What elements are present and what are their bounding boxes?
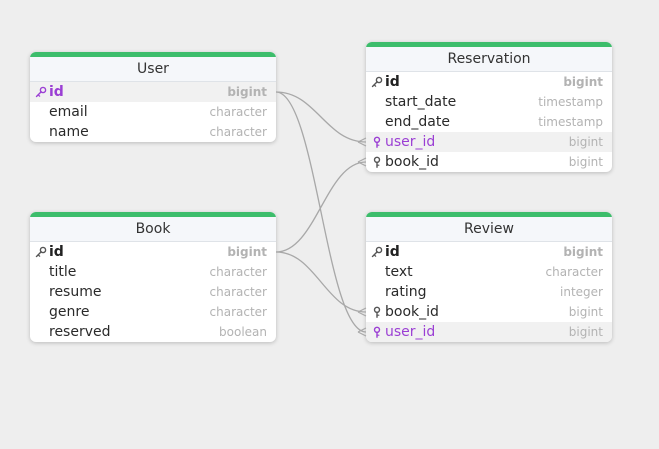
foreign-key-icon xyxy=(371,302,383,322)
key-icon xyxy=(35,242,47,262)
table-book[interactable]: Book id bigint title character resume characte… xyxy=(30,212,276,342)
field-row-name[interactable]: name character xyxy=(30,122,276,142)
field-type: timestamp xyxy=(538,115,603,129)
field-row-id[interactable]: id bigint xyxy=(366,72,612,92)
field-row-reserved[interactable]: reserved boolean xyxy=(30,322,276,342)
foreign-key-icon xyxy=(371,322,383,342)
table-user[interactable]: User id bigint email character name character xyxy=(30,52,276,142)
field-type: bigint xyxy=(568,325,603,339)
relation-marker xyxy=(357,307,367,317)
relation-marker xyxy=(357,327,367,337)
table-title[interactable]: Book xyxy=(30,217,276,242)
field-row-genre[interactable]: genre character xyxy=(30,302,276,322)
field-type: character xyxy=(209,285,267,299)
field-name: reserved xyxy=(49,324,111,340)
table-header-bar xyxy=(366,42,612,47)
relation-marker xyxy=(357,137,367,147)
field-name: name xyxy=(49,124,89,140)
field-name: id xyxy=(49,244,64,260)
field-row-resume[interactable]: resume character xyxy=(30,282,276,302)
field-type: character xyxy=(209,105,267,119)
field-type: bigint xyxy=(568,135,603,149)
table-header-bar xyxy=(366,212,612,217)
field-name: rating xyxy=(385,284,427,300)
field-name: text xyxy=(385,264,413,280)
field-name: id xyxy=(385,74,400,90)
field-row-id[interactable]: id bigint xyxy=(366,242,612,262)
field-type: character xyxy=(209,265,267,279)
field-name: id xyxy=(385,244,400,260)
field-row-end-date[interactable]: end_date timestamp xyxy=(366,112,612,132)
field-name: resume xyxy=(49,284,102,300)
field-name: user_id xyxy=(385,134,436,150)
field-row-title[interactable]: title character xyxy=(30,262,276,282)
field-row-user-id[interactable]: user_id bigint xyxy=(366,132,612,152)
field-row-user-id[interactable]: user_id bigint xyxy=(366,322,612,342)
field-type: timestamp xyxy=(538,95,603,109)
relation-link-book-review[interactable] xyxy=(275,251,367,313)
field-type: character xyxy=(209,125,267,139)
table-review[interactable]: Review id bigint text character rating integer… xyxy=(366,212,612,342)
relation-marker xyxy=(357,157,367,167)
table-title[interactable]: User xyxy=(30,57,276,82)
field-row-rating[interactable]: rating integer xyxy=(366,282,612,302)
field-row-id[interactable]: id bigint xyxy=(30,82,276,102)
field-type: bigint xyxy=(568,155,603,169)
field-type: character xyxy=(545,265,603,279)
field-name: start_date xyxy=(385,94,457,110)
field-name: book_id xyxy=(385,154,439,170)
table-title[interactable]: Review xyxy=(366,217,612,242)
key-icon xyxy=(371,72,383,92)
field-name: genre xyxy=(49,304,90,320)
field-type: bigint xyxy=(563,245,603,259)
foreign-key-icon xyxy=(371,152,383,172)
field-name: end_date xyxy=(385,114,450,130)
field-row-book-id[interactable]: book_id bigint xyxy=(366,152,612,172)
relation-link-book-reservation[interactable] xyxy=(275,161,367,253)
field-name: title xyxy=(49,264,77,280)
field-name: email xyxy=(49,104,88,120)
field-row-book-id[interactable]: book_id bigint xyxy=(366,302,612,322)
key-icon xyxy=(35,82,47,102)
field-type: bigint xyxy=(563,75,603,89)
relation-link-user-reservation[interactable] xyxy=(275,91,367,143)
field-type: bigint xyxy=(227,85,267,99)
field-row-start-date[interactable]: start_date timestamp xyxy=(366,92,612,112)
field-row-text[interactable]: text character xyxy=(366,262,612,282)
relation-link-user-review[interactable] xyxy=(275,91,367,333)
key-icon xyxy=(371,242,383,262)
field-row-email[interactable]: email character xyxy=(30,102,276,122)
field-type: character xyxy=(209,305,267,319)
table-header-bar xyxy=(30,212,276,217)
field-type: bigint xyxy=(568,305,603,319)
field-name: user_id xyxy=(385,324,436,340)
field-type: boolean xyxy=(219,325,267,339)
foreign-key-icon xyxy=(371,132,383,152)
field-name: id xyxy=(49,84,64,100)
field-type: integer xyxy=(560,285,603,299)
field-type: bigint xyxy=(227,245,267,259)
field-row-id[interactable]: id bigint xyxy=(30,242,276,262)
table-header-bar xyxy=(30,52,276,57)
table-title[interactable]: Reservation xyxy=(366,47,612,72)
field-name: book_id xyxy=(385,304,439,320)
